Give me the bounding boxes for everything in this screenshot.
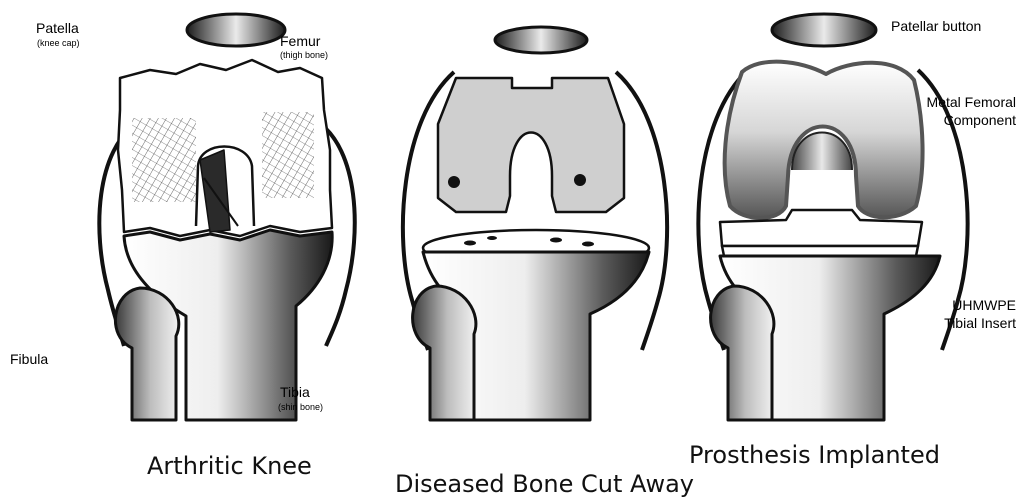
patella-sublabel: (knee cap) — [37, 38, 80, 48]
patellar-button — [772, 14, 876, 46]
prosthesis-caption: Prosthesis Implanted — [689, 441, 940, 469]
joint-capsule — [616, 72, 667, 350]
cut-femur-block — [438, 78, 624, 212]
tibial-insert-label-line2: Tibial Insert — [944, 315, 1016, 331]
patella-label: Patella — [36, 20, 79, 36]
arthritic-patella — [187, 14, 285, 46]
tibia-sublabel: (shin bone) — [278, 402, 323, 412]
femur-sublabel: (thigh bone) — [280, 50, 328, 60]
patellar-button-label: Patellar button — [891, 18, 981, 34]
femoral-component-label-line1: Metal Femoral — [927, 94, 1016, 110]
prosthesis-knee-figure — [698, 14, 967, 420]
femoral-component-label-line2: Component — [944, 112, 1016, 128]
bone-cut-caption: Diseased Bone Cut Away — [395, 470, 694, 498]
tibial-insert-label-line1: UHMWPE — [952, 297, 1016, 313]
cut-patella — [495, 27, 587, 53]
fibula-label: Fibula — [10, 351, 48, 367]
implant-fibula — [711, 286, 774, 420]
tibia-label: Tibia — [280, 384, 310, 400]
arthritic-knee-figure — [99, 14, 354, 420]
femur-label: Femur — [280, 33, 320, 49]
cut-fibula — [413, 286, 476, 420]
arthritic-fibula — [115, 288, 178, 420]
cut-knee-figure — [403, 27, 667, 420]
arthritic-knee-caption: Arthritic Knee — [147, 452, 312, 480]
